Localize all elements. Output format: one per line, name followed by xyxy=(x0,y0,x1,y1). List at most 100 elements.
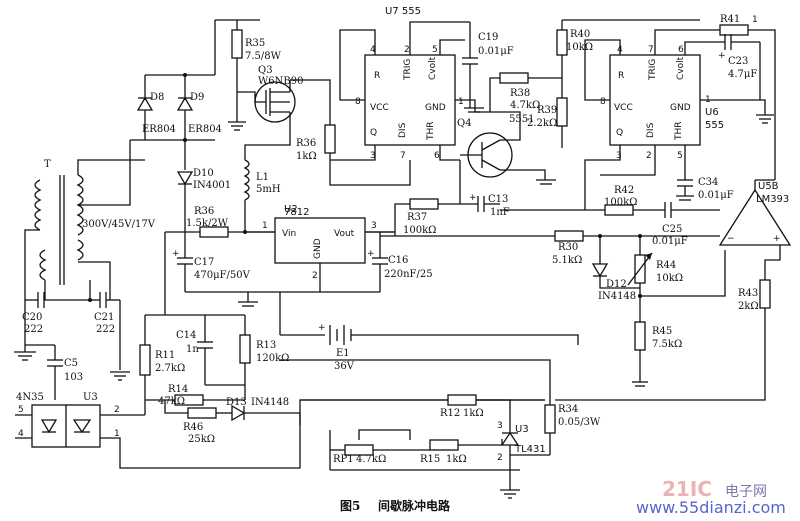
watermark-url: www.55dianzi.com xyxy=(636,498,786,517)
svg-text:C16: C16 xyxy=(388,255,408,266)
capacitor-c23: + C23 4.7μF xyxy=(700,34,760,80)
svg-text:100kΩ: 100kΩ xyxy=(403,225,436,236)
svg-text:5: 5 xyxy=(18,405,24,415)
svg-text:TRIG: TRIG xyxy=(648,59,658,81)
svg-text:L1: L1 xyxy=(256,172,269,183)
ground-symbol xyxy=(228,121,246,131)
svg-text:1kΩ: 1kΩ xyxy=(296,151,317,162)
svg-text:4.7μF: 4.7μF xyxy=(728,69,757,80)
svg-text:GND: GND xyxy=(670,103,691,113)
svg-text:D9: D9 xyxy=(190,92,204,103)
svg-text:2: 2 xyxy=(497,453,503,463)
capacitor-c13: C13 1nF + xyxy=(469,193,510,218)
svg-text:222: 222 xyxy=(96,324,115,335)
svg-text:3: 3 xyxy=(370,151,376,161)
svg-text:2: 2 xyxy=(646,151,652,161)
capacitor-c17: + C17 470μF/50V xyxy=(172,232,251,292)
svg-text:U5B: U5B xyxy=(758,181,779,192)
ic-u6-555: U6 555 R TRIG Cvolt VCC GND Q DIS THR 4 … xyxy=(600,45,724,161)
svg-text:2: 2 xyxy=(404,45,410,55)
svg-text:470μF/50V: 470μF/50V xyxy=(194,270,251,281)
capacitor-c21: C21 222 xyxy=(90,292,121,370)
svg-text:R45: R45 xyxy=(652,326,672,337)
svg-text:25kΩ: 25kΩ xyxy=(188,434,215,445)
svg-text:VCC: VCC xyxy=(370,103,389,113)
svg-text:VCC: VCC xyxy=(614,103,633,113)
capacitor-c14: C14 1n xyxy=(176,315,213,385)
svg-text:U3: U3 xyxy=(515,424,529,435)
svg-text:4N35: 4N35 xyxy=(16,392,44,403)
svg-text:R13: R13 xyxy=(256,340,276,351)
svg-text:2: 2 xyxy=(114,405,120,415)
svg-text:R: R xyxy=(618,71,624,81)
svg-text:R41: R41 xyxy=(720,14,740,25)
svg-text:7: 7 xyxy=(400,151,406,161)
svg-text:7812: 7812 xyxy=(284,207,309,218)
svg-text:2.7kΩ: 2.7kΩ xyxy=(155,363,185,374)
svg-text:R14: R14 xyxy=(168,384,188,395)
svg-text:2: 2 xyxy=(312,271,318,281)
svg-text:R: R xyxy=(374,71,380,81)
svg-text:0.01μF: 0.01μF xyxy=(698,190,734,201)
svg-text:Cvolt: Cvolt xyxy=(676,56,686,80)
diode-d10: D10 IN4001 xyxy=(176,168,231,232)
svg-text:R42: R42 xyxy=(614,185,634,196)
svg-text:W6NB90: W6NB90 xyxy=(258,76,303,87)
svg-text:5mH: 5mH xyxy=(256,184,281,195)
svg-text:R43: R43 xyxy=(738,288,758,299)
optocoupler-4n35: 4N35 U3 5 4 2 1 xyxy=(16,392,120,448)
inductor-l1: L1 5mH xyxy=(243,159,281,201)
svg-text:7: 7 xyxy=(648,45,654,55)
svg-text:C13: C13 xyxy=(488,194,508,205)
battery-e1: + E1 36V xyxy=(318,323,355,372)
diode-d8: D8 ER804 xyxy=(136,75,176,140)
svg-text:THR: THR xyxy=(426,121,436,141)
resistor-r12: R12 1kΩ xyxy=(440,394,484,419)
svg-text:1kΩ: 1kΩ xyxy=(446,454,467,465)
svg-text:R11: R11 xyxy=(155,350,175,361)
svg-text:RP1: RP1 xyxy=(333,454,354,465)
svg-text:8: 8 xyxy=(600,97,606,107)
watermark-logo: 21IC xyxy=(662,477,712,501)
diode-d9: D9 ER804 xyxy=(176,75,222,140)
svg-text:IN4148: IN4148 xyxy=(598,291,636,302)
figure-title: 间歇脉冲电路 xyxy=(378,498,451,513)
svg-text:Vout: Vout xyxy=(334,229,355,239)
svg-text:C5: C5 xyxy=(64,358,78,369)
svg-text:C23: C23 xyxy=(728,56,748,67)
capacitor-c25: C25 0.01μF xyxy=(652,202,688,247)
svg-text:DIS: DIS xyxy=(646,122,656,138)
ground-symbol xyxy=(676,195,694,201)
svg-text:ER804: ER804 xyxy=(142,124,176,135)
ground-symbol xyxy=(500,489,520,499)
svg-text:2.2kΩ: 2.2kΩ xyxy=(527,118,557,129)
svg-text:555: 555 xyxy=(705,120,724,131)
comparator-u5b: − + U5B LM393 xyxy=(718,181,792,246)
svg-text:120kΩ: 120kΩ xyxy=(256,353,289,364)
svg-text:GND: GND xyxy=(313,238,323,259)
svg-text:THR: THR xyxy=(674,121,684,141)
watermark-cn: 电子网 xyxy=(725,484,767,500)
svg-text:DIS: DIS xyxy=(398,122,408,138)
svg-text:D12: D12 xyxy=(606,279,627,290)
svg-text:1: 1 xyxy=(752,15,758,25)
svg-text:LM393: LM393 xyxy=(756,194,789,205)
svg-text:4: 4 xyxy=(18,429,24,439)
svg-text:8: 8 xyxy=(355,97,361,107)
capacitor-c19: C19 0.01μF xyxy=(462,22,514,100)
svg-text:6: 6 xyxy=(434,151,440,161)
svg-text:3: 3 xyxy=(616,151,622,161)
svg-text:R12: R12 xyxy=(440,408,460,419)
svg-text:R36: R36 xyxy=(194,206,214,217)
svg-text:Q: Q xyxy=(616,128,623,138)
shunt-regulator-tl431: U3 TL431 3 2 xyxy=(497,421,546,463)
transformer-rating: 300V/45V/17V xyxy=(82,219,156,230)
svg-text:5: 5 xyxy=(677,151,683,161)
svg-text:0.05/3W: 0.05/3W xyxy=(558,417,601,428)
svg-text:R35: R35 xyxy=(245,38,265,49)
resistor-r42: R42 100kΩ xyxy=(604,185,637,216)
svg-text:10kΩ: 10kΩ xyxy=(566,42,593,53)
resistor-r35: R35 7.5/8W xyxy=(231,29,282,62)
svg-text:R38: R38 xyxy=(510,88,530,99)
